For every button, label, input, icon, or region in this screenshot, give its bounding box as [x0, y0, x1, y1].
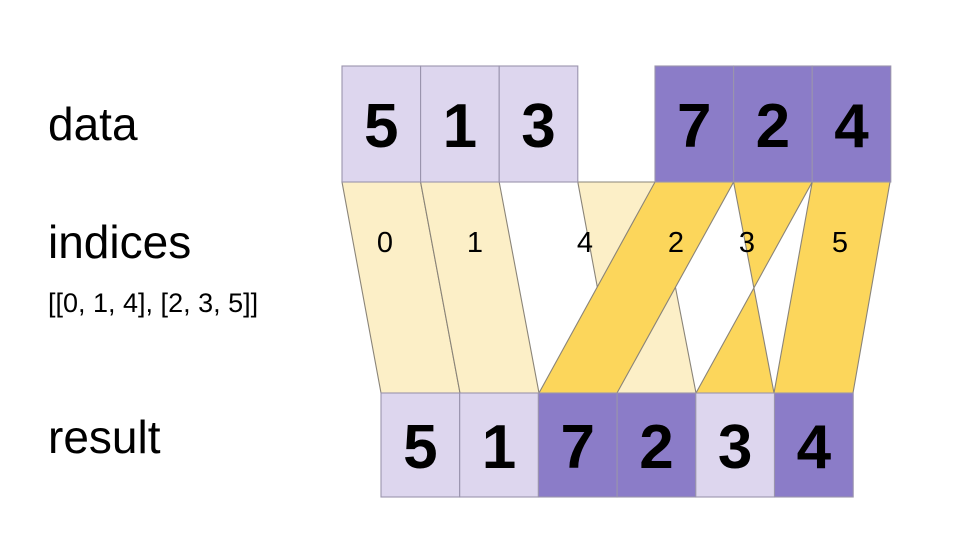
result-cell-value: 3 [718, 413, 752, 482]
result-cell-value: 4 [797, 413, 832, 482]
index-label: 1 [467, 227, 483, 259]
data-cell [420, 65, 500, 183]
index-label: 4 [577, 227, 593, 259]
indices-value-text: [[0, 1, 4], [2, 3, 5]] [48, 288, 258, 318]
data-cell-value: 5 [364, 92, 398, 161]
data-cell [498, 65, 579, 183]
data-cell-value: 2 [756, 92, 790, 161]
data-cell [341, 65, 422, 183]
result-row-label: result [48, 411, 161, 463]
result-cell-value: 7 [561, 413, 595, 482]
index-label: 2 [668, 227, 684, 259]
result-cell [616, 392, 697, 498]
result-cell [537, 392, 618, 498]
result-cell [773, 392, 854, 498]
result-cell-value: 5 [403, 413, 437, 482]
indices-labels: 0 1 4 2 3 5 [377, 227, 848, 259]
result-cell [459, 392, 539, 498]
data-row-label: data [48, 98, 138, 150]
data-cell-value: 3 [521, 92, 555, 161]
data-cell [654, 65, 735, 183]
data-cell [811, 65, 892, 183]
result-cell-value: 2 [639, 413, 673, 482]
index-label: 3 [739, 227, 755, 259]
result-cell [695, 392, 776, 498]
data-cell-value: 7 [677, 92, 711, 161]
result-cell [380, 392, 461, 498]
index-label: 5 [832, 227, 848, 259]
indices-row-label: indices [48, 216, 191, 268]
data-cell [733, 65, 813, 183]
ribbons-layer [341, 181, 891, 394]
data-cell-value: 4 [834, 92, 869, 161]
data-cell-value: 1 [443, 92, 477, 161]
result-cell-value: 1 [482, 413, 516, 482]
index-label: 0 [377, 227, 393, 259]
